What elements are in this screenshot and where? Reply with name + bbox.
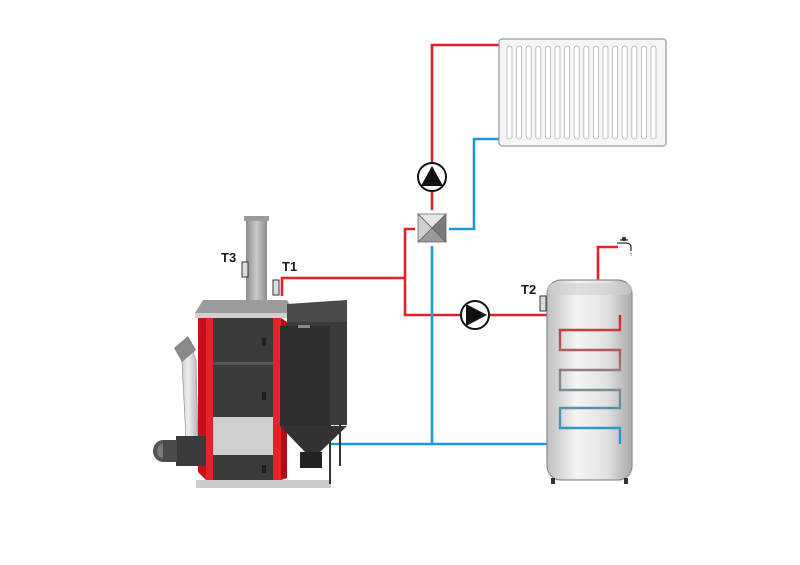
label-t2: T2 (521, 282, 536, 297)
hot-pipe-to-valve (403, 227, 415, 278)
hot-pipes (280, 43, 622, 317)
cold-pipe-radiator-return (449, 137, 500, 231)
label-t1: T1 (282, 259, 297, 274)
radiator-fin (516, 45, 522, 140)
fuel-hopper (287, 300, 347, 326)
radiator-fins (506, 45, 657, 140)
radiator-fin (564, 45, 570, 140)
radiator (498, 38, 667, 147)
hot-pipe-to-tap (596, 245, 618, 282)
tank-coil (558, 315, 622, 444)
label-t3: T3 (221, 250, 236, 265)
boiler (153, 216, 347, 488)
sensor-t1-icon (272, 279, 280, 296)
radiator-fin (525, 45, 532, 140)
radiator-fin (583, 45, 590, 140)
radiator-fin (621, 45, 628, 140)
radiator-fin (573, 45, 580, 140)
four-way-mixing-valve-icon (417, 213, 447, 243)
hot-water-tank (546, 279, 633, 484)
radiator-fin (612, 45, 618, 140)
chimney (246, 218, 267, 300)
radiator-fin (535, 45, 542, 140)
hot-pipe-boiler-outlet (280, 276, 405, 296)
radiator-fin (631, 45, 638, 140)
pump-tank-icon (460, 300, 490, 330)
sensor-t2-icon (539, 295, 547, 312)
radiator-fin (602, 45, 609, 140)
radiator-fin (593, 45, 599, 140)
sensor-t3-icon (241, 261, 249, 278)
tap-icon (617, 236, 632, 256)
radiator-fin (545, 45, 551, 140)
pump-heating-icon (417, 162, 447, 192)
radiator-fin (506, 45, 513, 140)
radiator-fin (650, 45, 657, 140)
radiator-fin (554, 45, 561, 140)
hot-pipe-to-radiator (430, 43, 500, 210)
radiator-fin (641, 45, 647, 140)
